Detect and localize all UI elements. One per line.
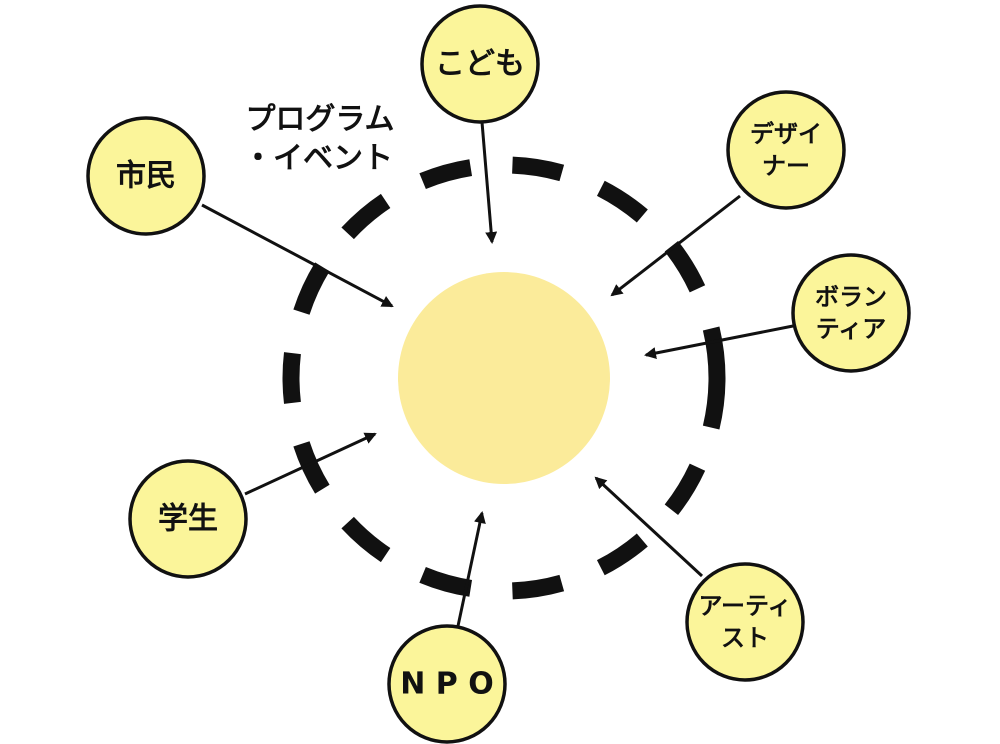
arrow-citizen [201, 203, 394, 308]
node-label-kodomo-0: こども [435, 47, 525, 82]
node-circle-designer [726, 90, 846, 210]
arrow-npo [456, 511, 486, 627]
node-label-designer-0: デザイ [750, 120, 822, 148]
node-student: 学生 [128, 459, 248, 579]
node-label-volunteer-0: ボラン [815, 283, 887, 311]
node-circle-npo [387, 624, 507, 744]
heading-line-2: ・イベント [243, 141, 393, 176]
arrows-layer [201, 121, 794, 627]
node-circle-volunteer [791, 253, 911, 373]
node-label-volunteer-1: ティア [816, 315, 887, 343]
node-label-artist-0: アーティ [698, 592, 791, 620]
node-circle-student [128, 459, 248, 579]
dashed-boundary-ring [282, 156, 726, 600]
node-label-artist-1: スト [721, 624, 769, 652]
node-circle-artist [685, 562, 805, 682]
node-kodomo: こども [420, 4, 540, 124]
arrow-kodomo [480, 121, 498, 244]
node-label-citizen-0: 市民 [116, 159, 176, 194]
node-label-student-0: 学生 [158, 502, 218, 537]
center-circle [398, 272, 610, 484]
arrow-volunteer [644, 324, 794, 359]
arrow-student [244, 432, 377, 496]
node-label-npo-0: N P O [400, 667, 494, 702]
heading-line-1: プログラム [245, 102, 394, 137]
node-npo: N P O [387, 624, 507, 744]
arrow-designer [610, 194, 741, 297]
node-citizen: 市民 [86, 116, 206, 236]
arrow-artist [594, 476, 704, 578]
node-label-designer-1: ナー [762, 152, 810, 180]
node-circle-citizen [86, 116, 206, 236]
node-circle-kodomo [420, 4, 540, 124]
